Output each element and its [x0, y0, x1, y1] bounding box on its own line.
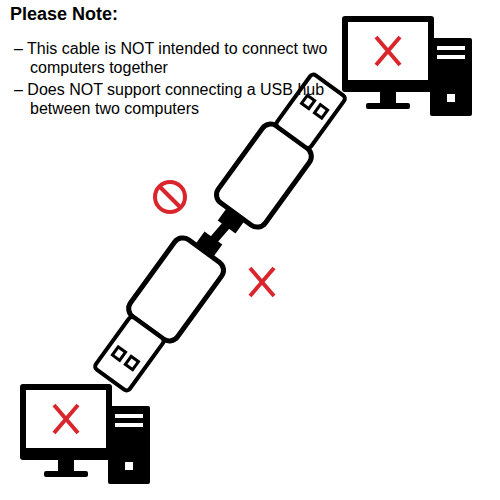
computer-icon — [20, 384, 150, 484]
note-heading: Please Note: — [10, 4, 118, 25]
computer-icon — [342, 16, 472, 116]
red-cross — [250, 268, 274, 296]
note-text: – This cable is NOT intended to connect … — [14, 39, 340, 77]
prohibition-sign — [155, 182, 185, 212]
usb-plug — [87, 221, 237, 397]
note-text: – Does NOT support connecting a USB hub … — [14, 80, 340, 118]
